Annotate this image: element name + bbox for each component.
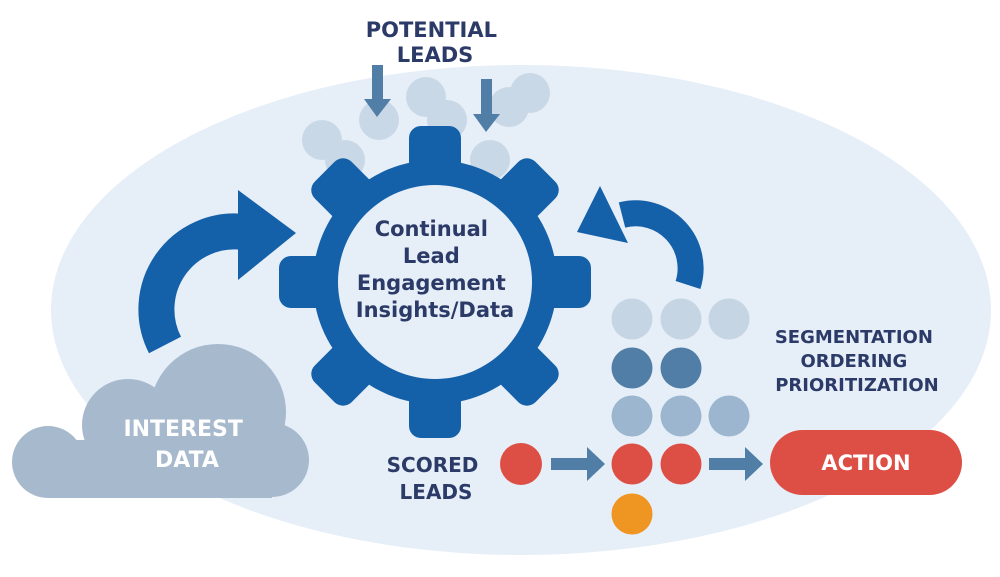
svg-text:INTEREST DATA: INTEREST DATA xyxy=(123,417,250,473)
potential-leads-label: LEADS xyxy=(397,43,474,67)
gear-label: Insights/Data xyxy=(356,298,514,322)
scored-lead-dot xyxy=(500,443,542,485)
curved-arrow-icon xyxy=(138,190,296,354)
segmentation-label: SEGMENTATION xyxy=(775,327,933,348)
scored-leads-label: LEADS xyxy=(400,480,473,504)
segmentation-label: PRIORITIZATION xyxy=(775,375,939,396)
svg-text:SCORED LEADS: SCORED LEADS xyxy=(387,453,486,504)
segment-dot xyxy=(611,347,653,389)
segment-dot xyxy=(660,347,702,389)
scored-leads-label: SCORED xyxy=(387,453,479,477)
segment-dot xyxy=(708,395,750,437)
interest-data-label: INTEREST xyxy=(123,417,242,442)
action-pill: ACTION xyxy=(770,430,962,495)
gear-icon xyxy=(279,126,591,438)
arrow-down-icon xyxy=(473,79,500,132)
svg-text:Continual Lead Engagem: Continual Lead Engagement Insights/Data xyxy=(356,217,514,322)
curved-arrow-icon xyxy=(577,186,704,289)
potential-leads-label: POTENTIAL xyxy=(366,18,497,42)
svg-text:SEGMENTATION ORDERING: SEGMENTATION ORDERING PRIORITIZATION xyxy=(775,327,939,396)
segmentation-label: ORDERING xyxy=(800,351,907,372)
segment-dot xyxy=(611,395,653,437)
segment-dot xyxy=(611,298,653,340)
segment-dot xyxy=(660,443,702,485)
lead-bubble xyxy=(359,100,399,140)
svg-text:POTENTIAL LEADS: POTENTIAL LEADS xyxy=(366,18,505,67)
segment-dot xyxy=(708,298,750,340)
segmentation-grid xyxy=(611,298,750,535)
interest-data-label: DATA xyxy=(155,448,219,473)
arrow-down-icon xyxy=(364,65,391,117)
segment-dot xyxy=(660,395,702,437)
lead-bubble xyxy=(510,73,550,113)
segment-dot xyxy=(611,443,653,485)
gear-label: Continual xyxy=(375,217,488,241)
arrow-right-icon xyxy=(709,447,763,481)
gear-label: Engagement xyxy=(357,271,506,295)
cloud-icon xyxy=(12,344,309,498)
segment-dot xyxy=(660,298,702,340)
segment-dot xyxy=(611,493,653,535)
arrow-right-icon xyxy=(551,447,605,481)
gear-label: Lead xyxy=(403,244,460,268)
action-label: ACTION xyxy=(821,451,910,475)
